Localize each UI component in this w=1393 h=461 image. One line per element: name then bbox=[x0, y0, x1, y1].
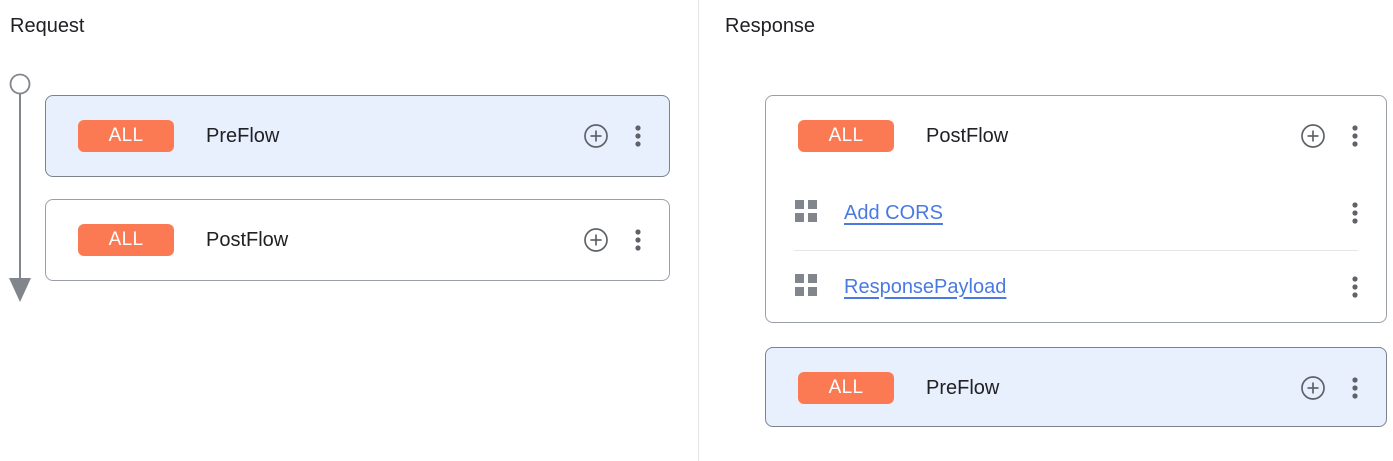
flow-card-title: PostFlow bbox=[926, 124, 1009, 147]
policy-grid-icon bbox=[794, 199, 818, 228]
more-vert-icon[interactable] bbox=[1342, 196, 1368, 230]
response-panel: Response ALL PostFlow bbox=[699, 0, 1393, 461]
flow-card-header[interactable]: ALL PostFlow bbox=[766, 96, 1386, 176]
flow-card-actions bbox=[1296, 119, 1368, 153]
row-separator bbox=[794, 250, 1358, 251]
flow-card-actions bbox=[1296, 371, 1368, 405]
flow-card-header[interactable]: ALL PostFlow bbox=[46, 200, 669, 280]
policy-link[interactable]: ResponsePayload bbox=[844, 275, 1007, 298]
more-vert-icon[interactable] bbox=[1342, 119, 1368, 153]
flow-card-title: PostFlow bbox=[206, 228, 289, 251]
plus-circle-icon[interactable] bbox=[579, 119, 613, 153]
flow-card-actions bbox=[579, 119, 651, 153]
flow-card-title: PreFlow bbox=[926, 376, 1000, 399]
more-vert-icon[interactable] bbox=[625, 223, 651, 257]
flow-card-request-postflow[interactable]: ALL PostFlow bbox=[45, 199, 670, 281]
flow-card-response-postflow[interactable]: ALL PostFlow bbox=[765, 95, 1387, 323]
policy-row[interactable]: Add CORS bbox=[766, 176, 1386, 250]
flow-card-request-preflow[interactable]: ALL PreFlow bbox=[45, 95, 670, 177]
plus-circle-icon[interactable] bbox=[1296, 371, 1330, 405]
flow-card-header[interactable]: ALL PreFlow bbox=[46, 96, 669, 176]
flow-card-response-preflow[interactable]: ALL PreFlow bbox=[765, 347, 1387, 427]
policy-link[interactable]: Add CORS bbox=[844, 201, 943, 224]
more-vert-icon[interactable] bbox=[1342, 371, 1368, 405]
more-vert-icon[interactable] bbox=[1342, 270, 1368, 304]
plus-circle-icon[interactable] bbox=[1296, 119, 1330, 153]
policy-row[interactable]: ResponsePayload bbox=[766, 250, 1386, 324]
request-flow-arrow-svg bbox=[9, 73, 31, 302]
flow-card-header[interactable]: ALL PreFlow bbox=[766, 348, 1386, 428]
method-badge: ALL bbox=[78, 224, 174, 256]
method-badge: ALL bbox=[78, 120, 174, 152]
more-vert-icon[interactable] bbox=[625, 119, 651, 153]
policy-grid-icon bbox=[794, 273, 818, 302]
request-panel: Request ALL PreFlow bbox=[5, 15, 670, 310]
request-flow-rail bbox=[5, 70, 35, 310]
flow-card-title: PreFlow bbox=[206, 124, 280, 147]
request-panel-title: Request bbox=[10, 15, 85, 37]
plus-circle-icon[interactable] bbox=[579, 223, 613, 257]
flow-start-circle-icon bbox=[9, 73, 31, 95]
method-badge: ALL bbox=[798, 120, 894, 152]
response-panel-title: Response bbox=[725, 15, 816, 37]
flow-card-actions bbox=[579, 223, 651, 257]
panel-divider bbox=[698, 0, 699, 461]
arrowhead-down-icon bbox=[9, 278, 31, 302]
method-badge: ALL bbox=[798, 372, 894, 404]
